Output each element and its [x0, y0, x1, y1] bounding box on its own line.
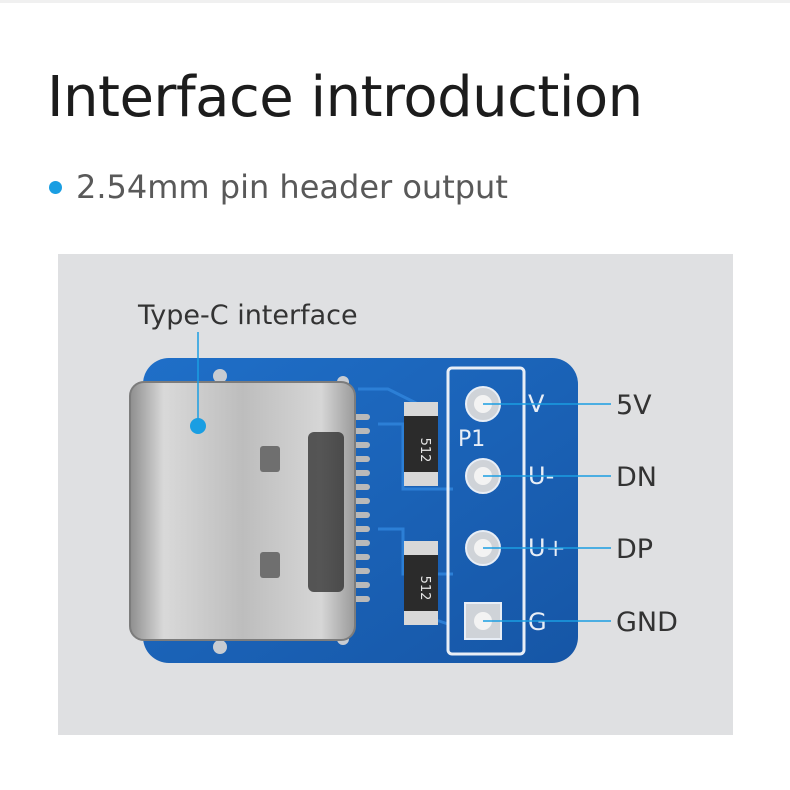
feature-text: 2.54mm pin header output: [76, 168, 508, 206]
product-photo-panel: 512 512 P1 V U- U+ G Type: [58, 254, 733, 735]
resistor-r1: [404, 402, 438, 486]
mounting-hole: [213, 640, 227, 654]
resistor-r2: [404, 541, 438, 625]
board-illustration: 512 512 P1 V U- U+ G: [129, 332, 611, 663]
silk-p1-label: P1: [458, 427, 485, 452]
callout-dn: DN: [616, 462, 657, 493]
page-title: Interface introduction: [47, 65, 643, 130]
mounting-hole: [213, 369, 227, 383]
top-divider: [0, 0, 790, 3]
callout-lines: [197, 332, 611, 622]
resistor-mark-2: 512: [417, 576, 432, 601]
bullet-dot-icon: [49, 180, 62, 194]
callout-5v: 5V: [616, 390, 652, 421]
typec-callout-dot-icon: [190, 418, 206, 434]
callout-dp: DP: [616, 534, 654, 565]
feature-bullet: 2.54mm pin header output: [49, 167, 508, 207]
header-silk-outline: [446, 366, 526, 656]
typec-shell: [129, 381, 356, 641]
resistor-mark-1: 512: [417, 438, 432, 463]
callout-typec: Type-C interface: [138, 300, 358, 331]
callout-gnd: GND: [616, 607, 678, 638]
silk-pin-g: G: [528, 608, 547, 636]
